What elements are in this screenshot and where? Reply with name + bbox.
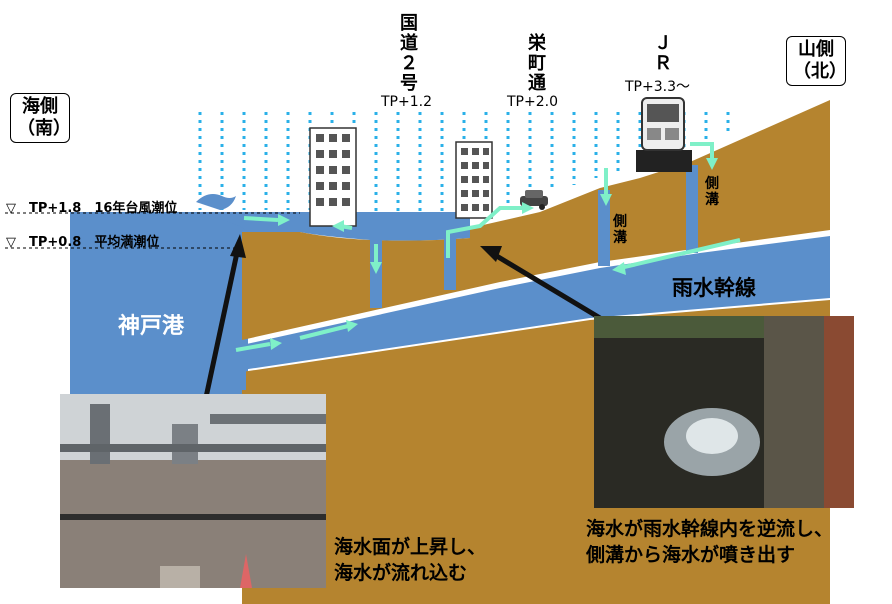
pointer-arrows (202, 234, 602, 403)
label-mountain-side: 山側 （北） (786, 36, 847, 86)
label-sakaemachi: 栄町通 (528, 33, 546, 94)
label-route2-tp: TP+1.2 (381, 94, 432, 110)
caption-right: 海水が雨水幹線内を逆流し、 側溝から海水が噴き出す (586, 518, 834, 566)
building-left (309, 127, 357, 227)
train-icon (636, 97, 692, 172)
rain-trunk-channel (242, 236, 830, 370)
label-sea-side: 海側 （南） (10, 93, 71, 143)
flow-arrowheads (270, 158, 718, 350)
flow-arrows (235, 142, 741, 352)
wave (196, 194, 236, 210)
photo-flooded-port (60, 394, 326, 588)
label-kobe-port: 神戸港 (118, 314, 185, 339)
label-gutter-1: 側溝 (613, 214, 627, 246)
label-gutter-2: 側溝 (705, 176, 719, 208)
label-level-mean: ▽ TP+0.8 平均満潮位 (6, 235, 160, 250)
ground-upper (242, 100, 830, 340)
label-level-typhoon: ▽ TP+1.8 16年台風潮位 (6, 201, 178, 216)
label-jr-tp: TP+3.3～ (625, 79, 690, 95)
building-right (455, 141, 493, 219)
label-sakaemachi-tp: TP+2.0 (507, 94, 558, 110)
caption-left: 海水面が上昇し、 海水が流れ込む (334, 536, 487, 584)
label-rain-trunk: 雨水幹線 (672, 276, 756, 300)
outfall-pipe (232, 345, 246, 390)
photo-seawater-spurting (594, 316, 854, 508)
label-jr: ＪＲ (654, 33, 672, 74)
label-route2: 国道２号 (400, 13, 418, 94)
car-icon (520, 190, 548, 210)
